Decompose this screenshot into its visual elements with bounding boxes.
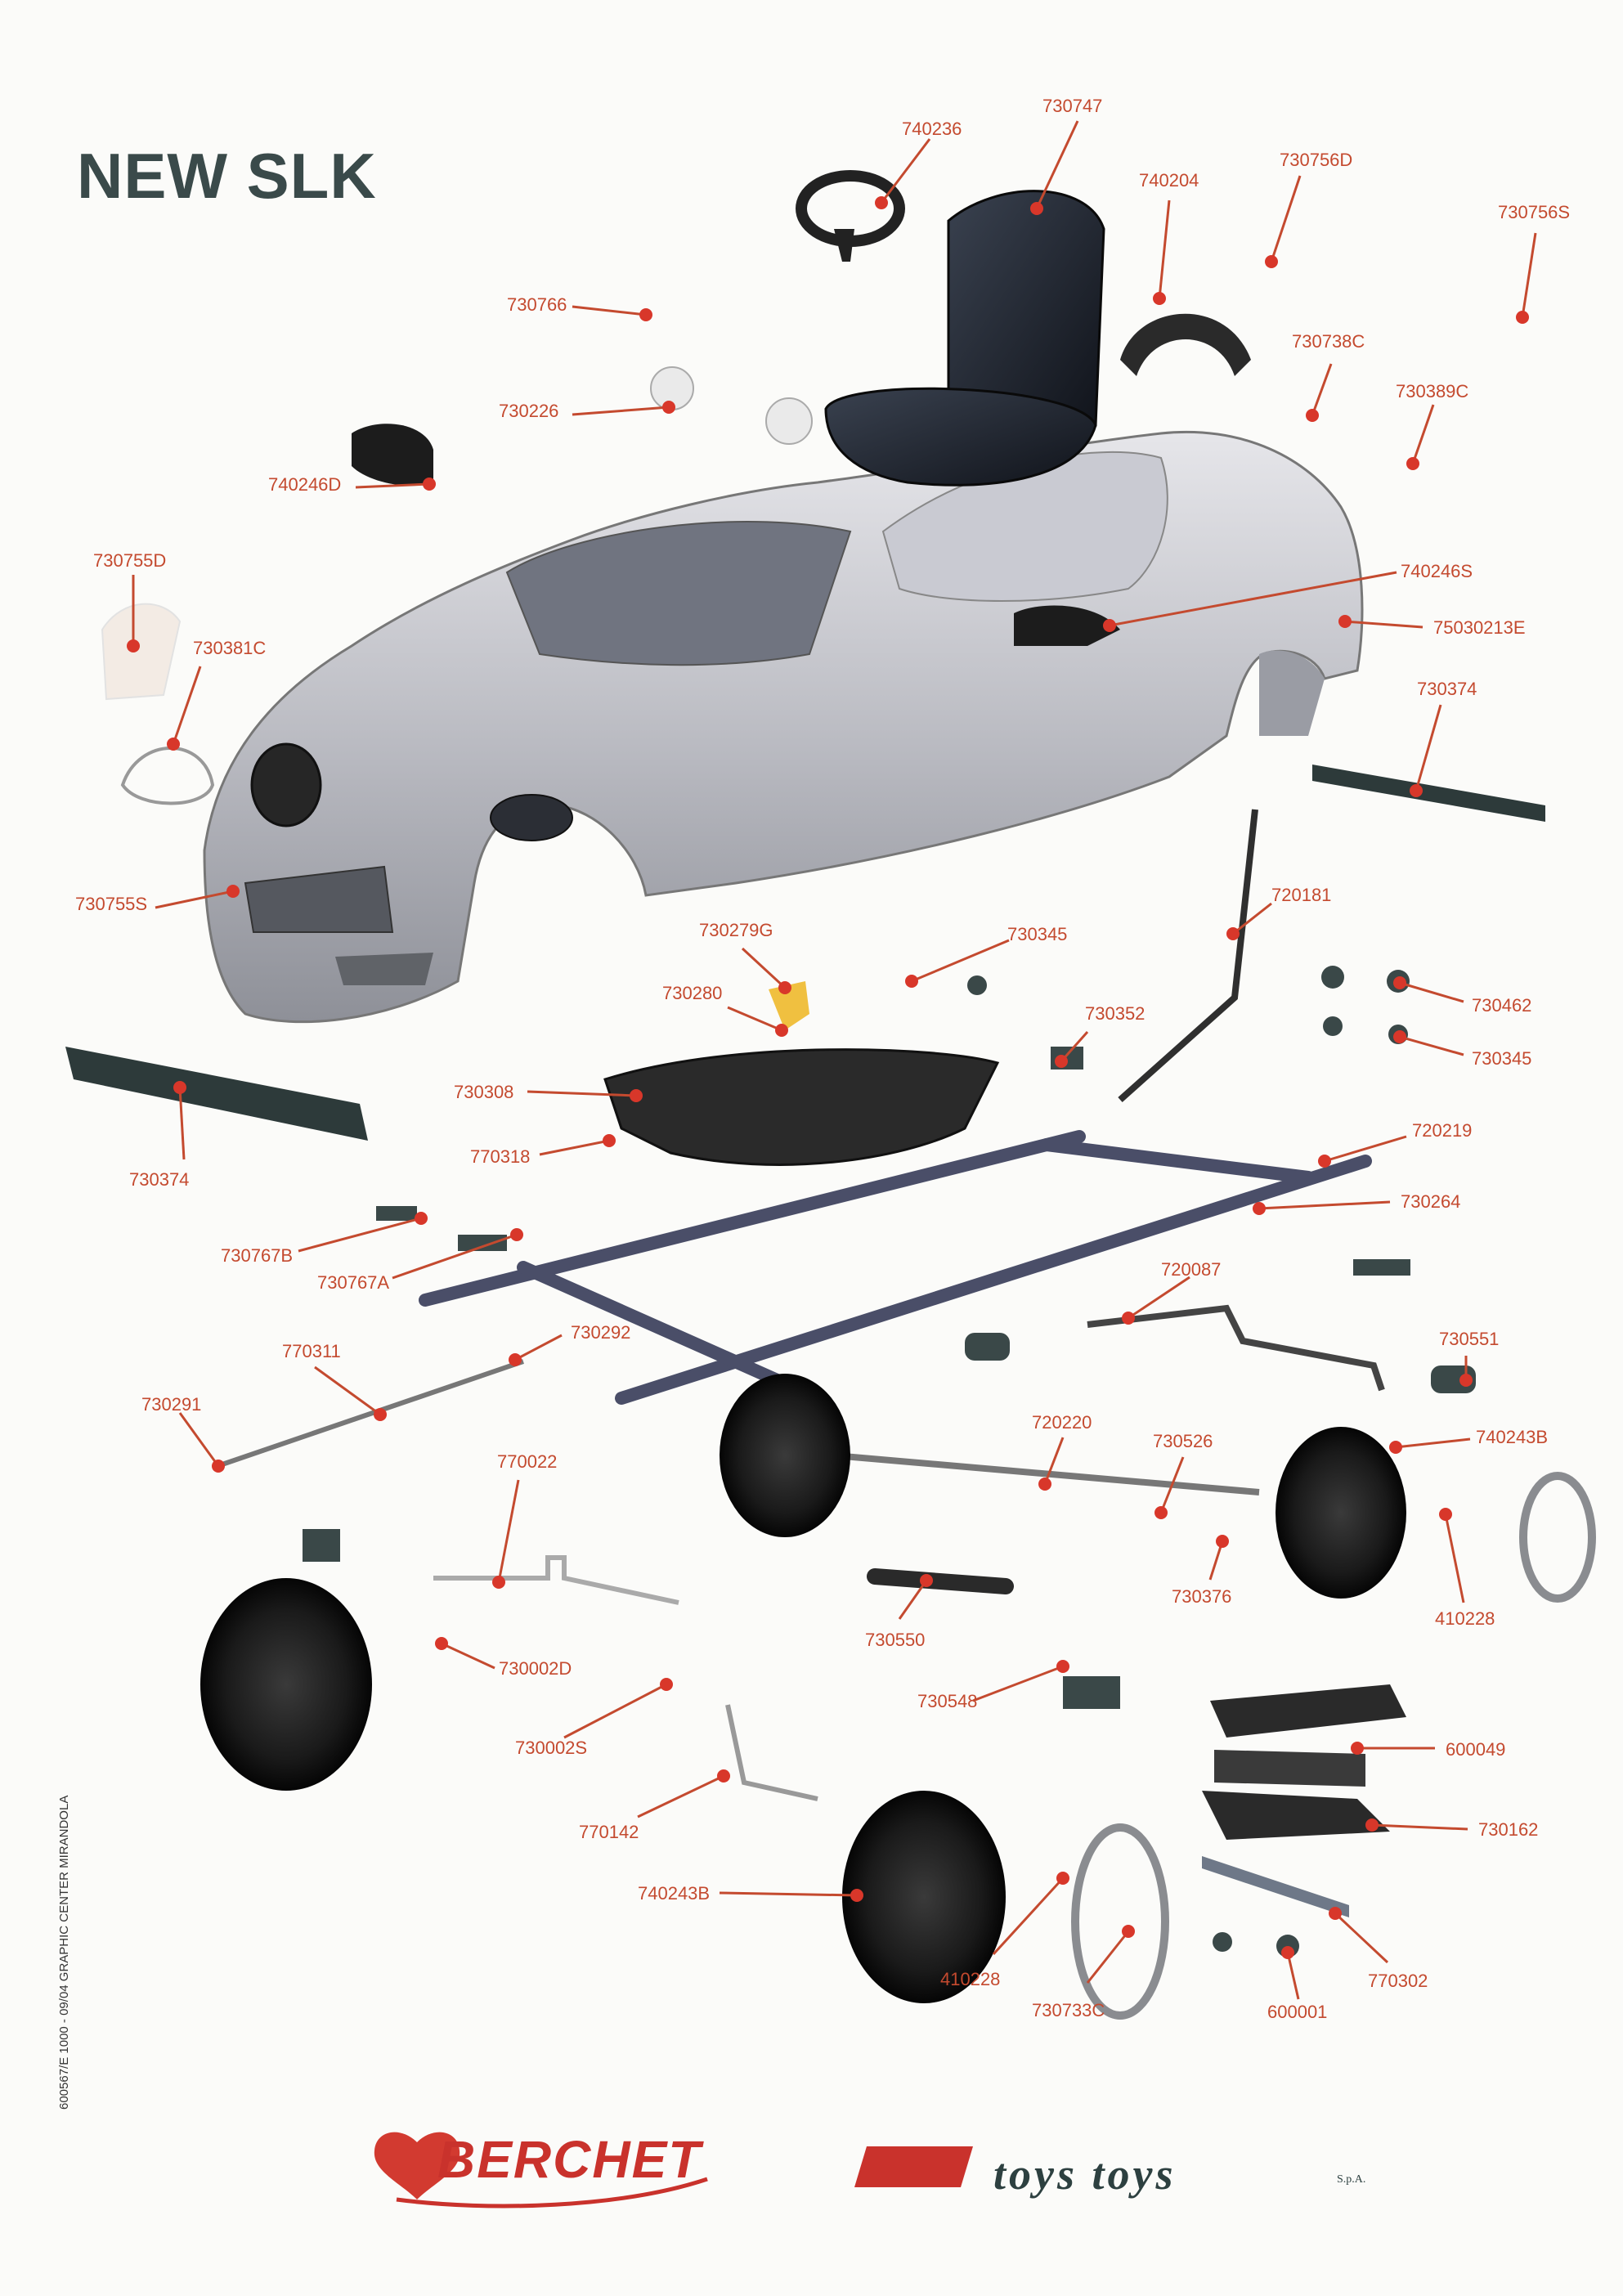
- rim-part: [1071, 1472, 1596, 2020]
- part-label: 740236: [902, 119, 962, 139]
- leader-lines: [127, 120, 1537, 2000]
- part-label: 730352: [1085, 1003, 1146, 1024]
- axle-part: [212, 1359, 524, 1470]
- part-label: 730755D: [93, 550, 167, 571]
- part-label: 730747: [1042, 96, 1103, 116]
- part-label: 730733C: [1032, 2000, 1105, 2020]
- part-label: 770302: [1368, 1971, 1428, 1991]
- part-label: 730766: [507, 294, 567, 315]
- part-label: 730526: [1153, 1431, 1213, 1451]
- part-label: 720087: [1161, 1259, 1222, 1280]
- part-label: 740246D: [268, 474, 342, 495]
- part-label: 410228: [1435, 1608, 1495, 1629]
- part-label: 770311: [282, 1341, 341, 1361]
- part-label: 730002S: [515, 1738, 588, 1758]
- part-label: 730308: [454, 1082, 514, 1102]
- toystoys-logo-mark: [854, 2146, 973, 2187]
- part-label: 730550: [865, 1630, 926, 1650]
- car-body: [203, 430, 1364, 1024]
- part-label: 600001: [1267, 2002, 1328, 2022]
- part-label: 720181: [1271, 885, 1332, 905]
- part-label: 740243B: [638, 1883, 711, 1904]
- part-label: 75030213E: [1433, 617, 1526, 638]
- diagram-title: NEW SLK: [77, 140, 377, 212]
- part-label: 730376: [1172, 1586, 1232, 1607]
- part-label: 740246S: [1401, 561, 1473, 581]
- rod-part: [1118, 809, 1258, 1102]
- part-label: 730756S: [1498, 202, 1571, 222]
- pedal-part: [769, 981, 809, 1030]
- part-label: 730002D: [499, 1658, 572, 1679]
- bracket-bar-part: [65, 1047, 368, 1141]
- part-label: 720220: [1032, 1412, 1092, 1433]
- tube-part: [867, 1568, 1014, 1594]
- steering-rod-part: [1087, 1304, 1385, 1392]
- part-label: 730162: [1478, 1819, 1539, 1840]
- part-label: 730462: [1472, 995, 1532, 1016]
- part-label: 740204: [1139, 170, 1199, 191]
- roll-bar-part: [1120, 313, 1251, 376]
- axle-part: [833, 1452, 1260, 1496]
- cap-part: [765, 397, 813, 445]
- part-label: 730756D: [1280, 150, 1353, 170]
- part-label: 410228: [940, 1969, 1001, 1989]
- part-label: 770022: [497, 1451, 558, 1472]
- toystoys-spa: S.p.A.: [1337, 2173, 1366, 2186]
- part-label: 730389C: [1396, 381, 1469, 401]
- small-fittings: [303, 966, 1476, 1957]
- part-label: 730291: [141, 1394, 202, 1415]
- battery-part: [1202, 1791, 1390, 1840]
- berchet-heart-logo: [374, 2132, 460, 2200]
- chassis-frame: [419, 1130, 1372, 1405]
- battery-part: [1214, 1750, 1365, 1787]
- part-label: 730548: [917, 1691, 978, 1711]
- berchet-logo: BERCHET: [437, 2130, 702, 2189]
- berchet-swoosh: [396, 2177, 708, 2209]
- lamp-lens-part: [101, 603, 182, 701]
- lever-part: [1202, 1856, 1349, 1917]
- part-label: 730292: [571, 1322, 631, 1343]
- part-label: 730738C: [1292, 331, 1365, 352]
- handle-part: [725, 1704, 818, 1801]
- part-label: 730551: [1439, 1329, 1500, 1349]
- steering-wheel-part: [796, 170, 905, 262]
- part-label: 730374: [1417, 679, 1477, 699]
- part-label: 720219: [1412, 1120, 1473, 1141]
- rear-axle-part: [433, 1555, 679, 1605]
- grille-part: [120, 747, 215, 805]
- part-label: 730345: [1007, 924, 1068, 944]
- mirror-part: [352, 424, 1120, 646]
- part-label: 730279G: [699, 920, 773, 940]
- part-label: 770318: [470, 1146, 531, 1167]
- part-label: 730264: [1401, 1191, 1461, 1212]
- part-label: 740243B: [1476, 1427, 1549, 1447]
- part-label: 730767B: [221, 1245, 294, 1266]
- battery-tray-part: [603, 1048, 1000, 1166]
- part-label: 730345: [1472, 1048, 1532, 1069]
- part-label: 730280: [662, 983, 723, 1003]
- part-label: 770142: [579, 1822, 639, 1842]
- part-label: 730374: [129, 1169, 190, 1190]
- part-label: 730381C: [193, 638, 267, 658]
- part-label: 730767A: [317, 1272, 390, 1293]
- toystoys-logo: toys toys: [993, 2150, 1177, 2199]
- bracket-bar-part: [1312, 765, 1545, 822]
- seat-part: [824, 190, 1105, 487]
- part-label: 730226: [499, 401, 559, 421]
- part-label: 730755S: [75, 894, 148, 914]
- print-code: 600567/E 1000 - 09/04 GRAPHIC CENTER MIR…: [57, 1795, 71, 2110]
- battery-part: [1210, 1684, 1406, 1738]
- wheel-part: [200, 1374, 1406, 2003]
- part-label: 600049: [1446, 1739, 1506, 1760]
